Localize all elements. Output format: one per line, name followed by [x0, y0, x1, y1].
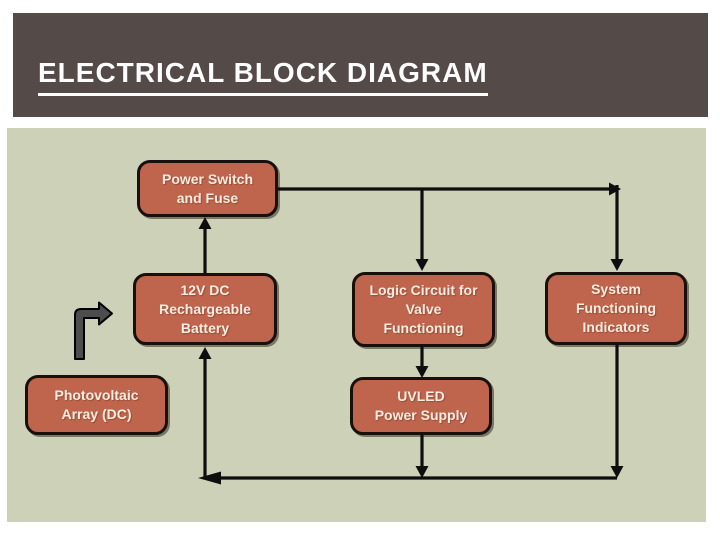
block-uvled-power-supply: UVLED Power Supply: [350, 377, 492, 435]
bent-arrow-icon: [74, 301, 113, 360]
connector-uvled-to-bus: [415, 435, 429, 478]
connector-battery-to-power-switch: [198, 217, 212, 273]
connector-power-switch-to-elbow: [278, 182, 621, 196]
connector-bus-to-battery: [198, 347, 212, 478]
block-system-indicators: System Functioning Indicators: [545, 272, 687, 345]
block-photovoltaic-array: Photovoltaic Array (DC): [25, 375, 168, 435]
block-battery: 12V DC Rechargeable Battery: [133, 273, 277, 345]
block-logic-circuit: Logic Circuit for Valve Functioning: [352, 272, 495, 347]
connector-bus-horizontal: [198, 471, 617, 485]
diagram-canvas: Power Switch and Fuse 12V DC Rechargeabl…: [7, 128, 706, 522]
connector-elbow-to-system-indicators: [610, 185, 624, 271]
connector-logic-to-uvled: [415, 347, 429, 378]
block-power-switch-fuse: Power Switch and Fuse: [137, 160, 278, 217]
slide-header: ELECTRICAL BLOCK DIAGRAM: [13, 13, 708, 117]
page-title: ELECTRICAL BLOCK DIAGRAM: [38, 57, 488, 96]
connector-layer: [74, 182, 624, 485]
connector-system-to-bus: [610, 345, 624, 478]
connector-branch-to-logic-circuit: [415, 189, 429, 271]
